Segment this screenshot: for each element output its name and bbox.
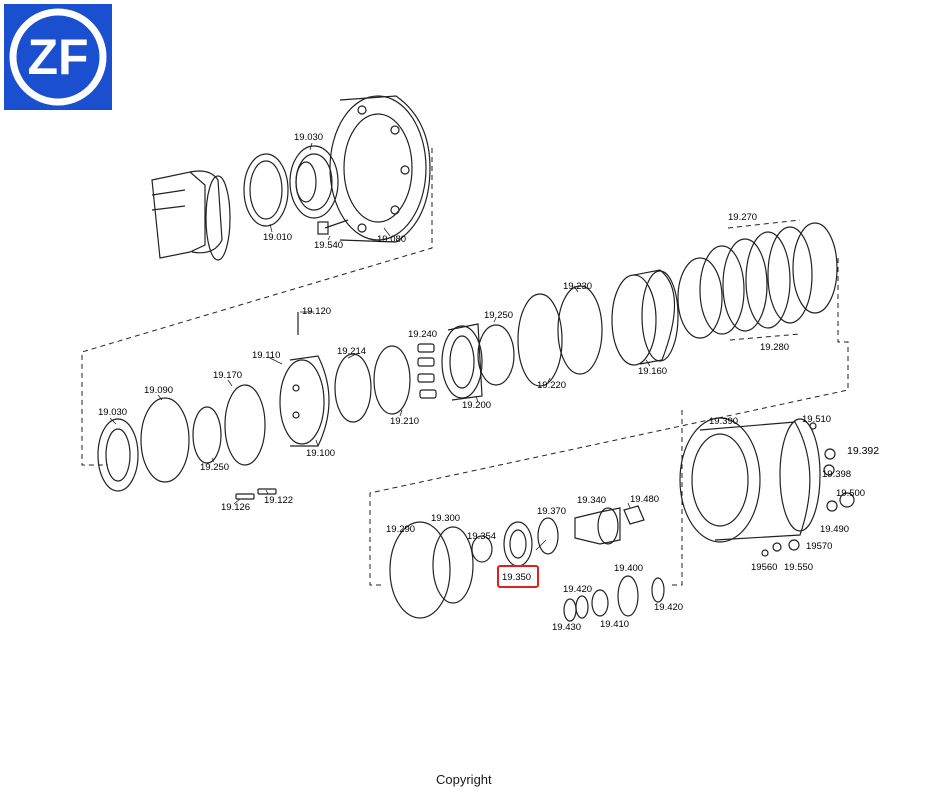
part-label[interactable]: 19.100 <box>306 448 335 459</box>
gear-19350 <box>503 521 533 567</box>
planet-carrier-19100 <box>279 355 330 447</box>
gear-19400 <box>617 575 639 617</box>
zf-logo: ZF <box>4 4 112 110</box>
wheel-hub-19080 <box>329 95 431 243</box>
pins-19126-19122 <box>235 488 277 500</box>
housing-19390 <box>679 417 821 543</box>
seal-ring-19010 <box>243 153 289 227</box>
part-label[interactable]: 19.214 <box>337 346 366 357</box>
part-label[interactable]: 19.480 <box>630 494 659 505</box>
part-label[interactable]: 19.420 <box>654 602 683 613</box>
ring-19430 <box>563 598 577 622</box>
part-label[interactable]: 19.510 <box>802 414 831 425</box>
springs-19240 <box>417 343 437 399</box>
snap-ring-19370 <box>537 517 559 555</box>
axle-shaft <box>151 170 231 261</box>
snap-ring-19220 <box>517 293 563 387</box>
part-label[interactable]: 19.550 <box>784 562 813 573</box>
part-label[interactable]: 19.370 <box>537 506 566 517</box>
part-label[interactable]: 19.300 <box>431 513 460 524</box>
snap-ring-19230 <box>557 285 603 375</box>
snap-ring-19170 <box>224 384 266 466</box>
part-label[interactable]: 19.420 <box>563 584 592 595</box>
snap-ring-19210 <box>373 345 411 415</box>
bearing-19030-left <box>97 418 139 492</box>
shaft-19340 <box>574 507 621 545</box>
washer-19480 <box>623 505 645 525</box>
part-label[interactable]: 19.430 <box>552 622 581 633</box>
part-label[interactable]: 19.250 <box>484 310 513 321</box>
part-label[interactable]: 19.230 <box>563 281 592 292</box>
part-label[interactable]: 19.090 <box>144 385 173 396</box>
part-label[interactable]: 19.030 <box>98 407 127 418</box>
ring-19420-right <box>651 577 665 603</box>
assembly-boundary-lines <box>81 148 849 586</box>
part-label[interactable]: 19.080 <box>377 234 406 245</box>
part-label[interactable]: 19.540 <box>314 240 343 251</box>
part-label[interactable]: 19.220 <box>537 380 566 391</box>
seal-19090 <box>140 397 190 483</box>
part-label[interactable]: 19570 <box>806 541 832 552</box>
ring-19420-left <box>575 595 589 619</box>
part-label[interactable]: 19.280 <box>760 342 789 353</box>
stud-19540 <box>317 219 349 235</box>
part-label[interactable]: 19.240 <box>408 329 437 340</box>
part-label[interactable]: 19.398 <box>822 469 851 480</box>
part-label[interactable]: 19.270 <box>728 212 757 223</box>
bearing-19410 <box>591 589 609 617</box>
disc-19290 <box>389 521 451 619</box>
part-label[interactable]: 19.170 <box>213 370 242 381</box>
piston-19200 <box>441 323 483 401</box>
part-label[interactable]: 19.400 <box>614 563 643 574</box>
part-label[interactable]: 19.500 <box>836 488 865 499</box>
part-label[interactable]: 19.010 <box>263 232 292 243</box>
leader-lines <box>109 142 651 551</box>
part-label[interactable]: 19.490 <box>820 524 849 535</box>
part-label[interactable]: 19.354 <box>467 531 496 542</box>
ring-19300 <box>432 526 474 604</box>
part-label[interactable]: 19.410 <box>600 619 629 630</box>
ring-gear-19160 <box>611 269 679 366</box>
snap-ring-19214 <box>334 353 372 423</box>
copyright-text: Copyright <box>436 772 492 787</box>
ring-19354 <box>471 535 493 563</box>
svg-text:ZF: ZF <box>27 29 88 85</box>
part-label[interactable]: 19.126 <box>221 502 250 513</box>
part-labels: 19.010 19.030 19.540 19.080 19.270 19.28… <box>98 132 879 633</box>
part-label[interactable]: 19.392 <box>847 445 879 457</box>
part-label[interactable]: 19.290 <box>386 524 415 535</box>
part-label[interactable]: 19.200 <box>462 400 491 411</box>
snap-ring-19250-left <box>192 406 222 464</box>
snap-ring-19250-mid <box>477 324 515 386</box>
part-label[interactable]: 19560 <box>751 562 777 573</box>
highlight-box[interactable] <box>497 565 539 588</box>
part-label[interactable]: 19.030 <box>294 132 323 143</box>
part-label[interactable]: 19.160 <box>638 366 667 377</box>
part-label[interactable]: 19.250 <box>200 462 229 473</box>
part-label[interactable]: 19.340 <box>577 495 606 506</box>
bearing-19030-top <box>289 145 339 219</box>
part-label[interactable]: 19.390 <box>709 416 738 427</box>
part-label[interactable]: 19.110 <box>252 350 280 361</box>
small-parts-right <box>761 422 855 557</box>
part-label[interactable]: 19.210 <box>390 416 419 427</box>
part-label[interactable]: 19.122 <box>264 495 293 506</box>
part-label[interactable]: 19.120 <box>302 306 331 317</box>
disc-pack-19270-19280 <box>677 222 838 339</box>
part-label[interactable]: 19.350 <box>502 572 531 583</box>
